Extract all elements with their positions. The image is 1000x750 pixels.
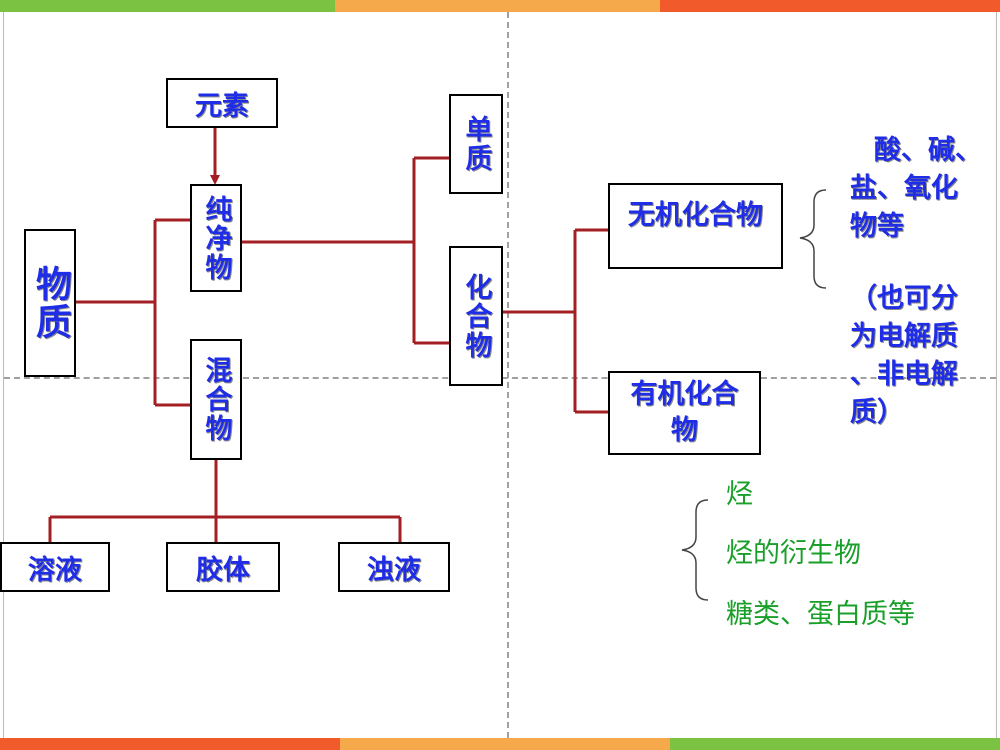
top-bar-red [660,0,1000,12]
left-edge [3,12,4,738]
inorganic-note: 酸、碱、 盐、氧化 物等 [850,132,1000,246]
node-wuzhi: 物质 [24,229,76,377]
electrolyte-note: （也可分 为电解质 、非电解 质） [850,280,1000,432]
electrolyte-note-line: 质） [850,397,904,428]
node-rongye: 溶液 [0,542,110,592]
link-chunjingwu-to-compound [242,156,449,345]
node-hunhewu: 混合物 [190,339,242,460]
bottom-bar-red [0,738,340,750]
link-wuzhi-branches [76,218,190,407]
bottom-bar-green [670,738,1000,750]
node-zhuoye: 浊液 [338,542,450,592]
right-edge [996,12,997,738]
node-huahewu: 化合物 [449,246,503,386]
node-wuji: 无机化合物 [608,183,783,269]
node-youji: 有机化合物 [608,371,761,455]
node-danzhi: 单质 [449,94,503,194]
organic-item-hydrocarbon: 烃 [726,479,753,510]
vertical-guide [507,12,509,738]
inorganic-note-line: 物等 [850,211,904,242]
top-bar-green [0,0,335,12]
brace-inorganic [799,189,827,289]
link-hunhewu-branches [48,460,402,542]
organic-item-derivatives: 烃的衍生物 [726,538,861,569]
inorganic-note-line: 酸、碱、 [874,135,982,166]
electrolyte-note-line: （也可分 [850,283,958,314]
top-bar-orange [335,0,660,12]
electrolyte-note-line: 、非电解 [850,359,958,390]
electrolyte-note-line: 为电解质 [850,321,958,352]
organic-item-sugars-proteins: 糖类、蛋白质等 [726,599,915,630]
brace-organic [681,499,709,601]
node-jiaoti: 胶体 [166,542,280,592]
node-yuansu: 元素 [166,78,278,128]
bottom-bar-orange [340,738,670,750]
link-huahewu-branches [503,228,608,414]
node-chunjingwu: 纯净物 [190,184,242,292]
inorganic-note-line: 盐、氧化 [850,173,958,204]
